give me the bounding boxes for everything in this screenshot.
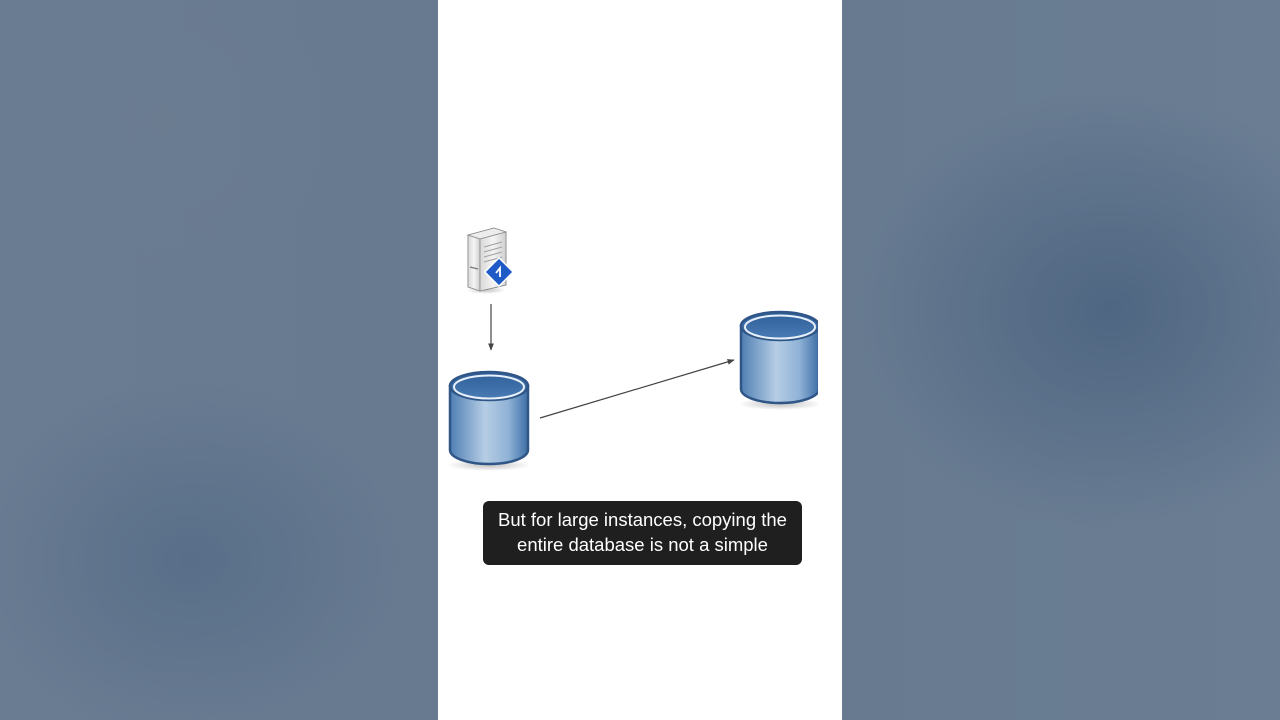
subtitle-caption: But for large instances, copying the ent…	[483, 501, 802, 565]
replication-diagram	[447, 227, 842, 471]
caption-line-1: But for large instances, copying the	[498, 509, 787, 530]
video-frame: But for large instances, copying the ent…	[438, 0, 842, 720]
diamond-badge-icon	[483, 256, 515, 288]
database-icon	[447, 370, 531, 471]
caption-line-2: entire database is not a simple	[517, 533, 768, 555]
arrow-db-to-db	[539, 359, 735, 419]
database-icon	[738, 310, 822, 410]
